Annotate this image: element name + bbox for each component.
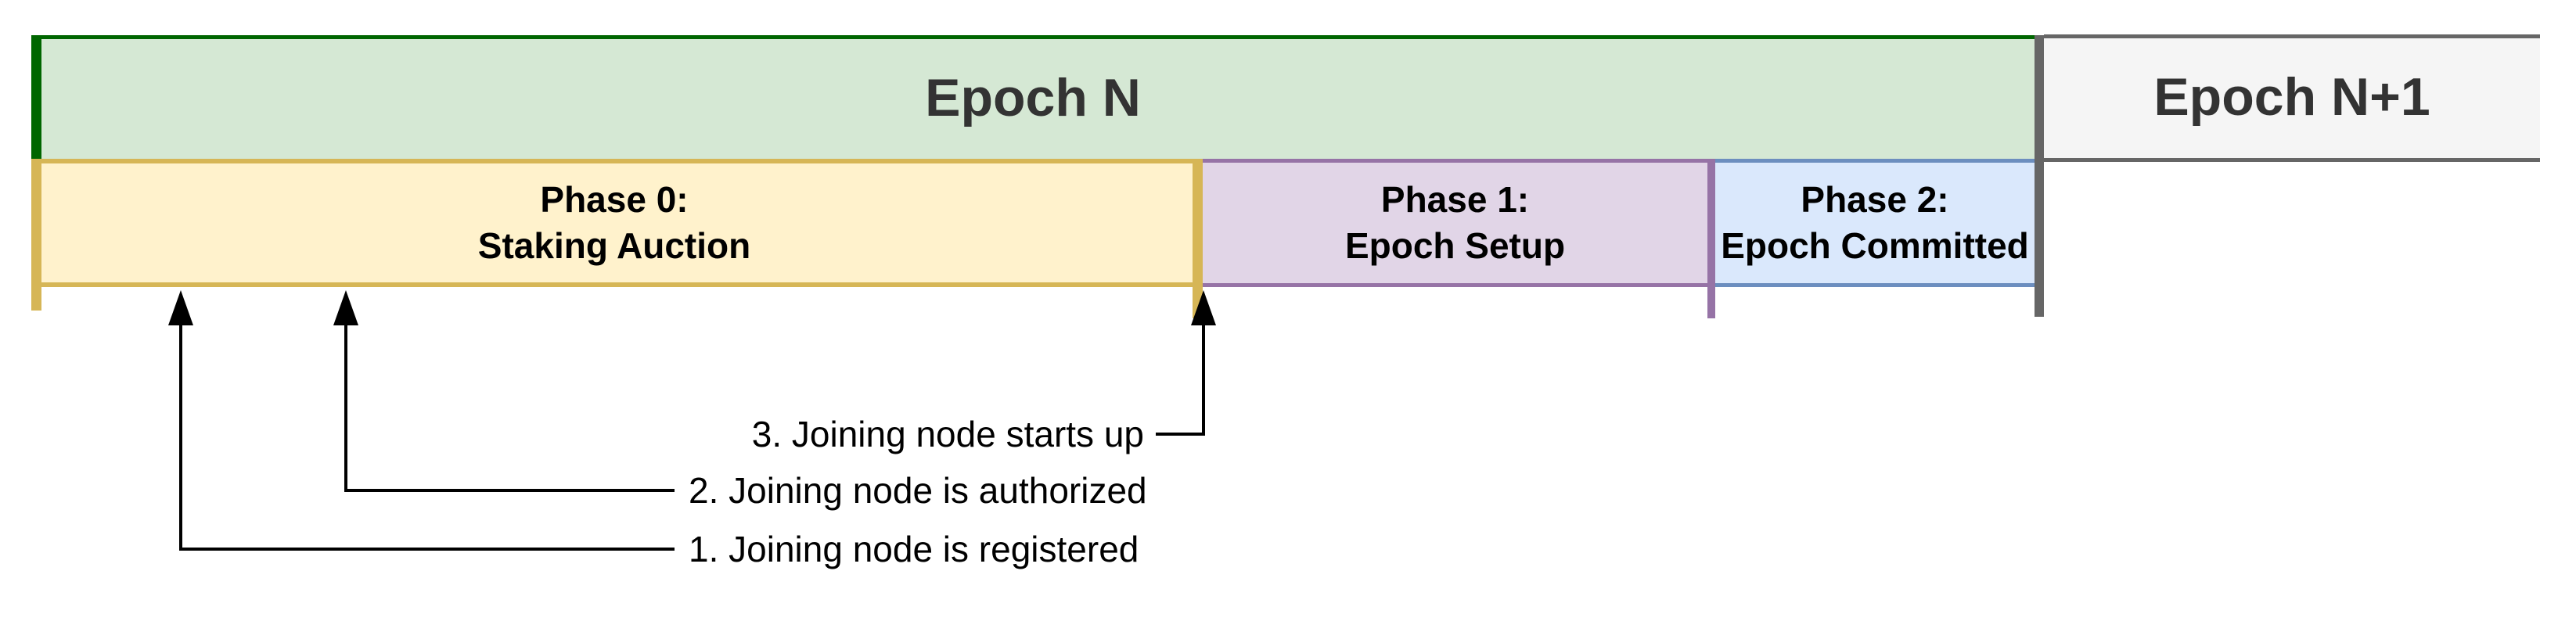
phase-1-end-marker [1707, 159, 1715, 318]
phase-2-subtitle: Epoch Committed [1721, 225, 2029, 266]
event-1-label: 1. Joining node is registered [689, 529, 1139, 569]
phase-0-subtitle: Staking Auction [477, 225, 751, 266]
event-2-label: 2. Joining node is authorized [689, 470, 1147, 511]
epoch-n-plus-1-bar [2044, 34, 2540, 162]
event-3-label: 3. Joining node starts up [751, 414, 1144, 454]
epoch-n-bar [31, 35, 2035, 159]
phase-0-end-marker [1193, 159, 1203, 318]
arrow-up-icon [168, 290, 193, 325]
event-2-arrow [333, 290, 675, 492]
phase-0-start-marker [31, 159, 41, 311]
phase-0-title: Phase 0: [540, 179, 689, 220]
phase-1-box [1203, 159, 1707, 287]
phase-1-subtitle: Epoch Setup [1344, 225, 1566, 266]
epoch-n-start-marker [31, 35, 41, 159]
epoch-n-title: Epoch N [925, 68, 1141, 127]
event-3-arrow [1156, 290, 1216, 436]
phase-1-title: Phase 1: [1380, 179, 1530, 220]
phase-2-title: Phase 2: [1801, 179, 1949, 220]
phase-0-box [31, 159, 1197, 287]
arrow-up-icon [333, 290, 358, 325]
phase-2-label: Phase 2: Epoch Committed [1715, 160, 2035, 285]
phase-0-label: Phase 0: Staking Auction [31, 160, 1197, 285]
epoch-n-plus-1-title: Epoch N+1 [2153, 67, 2430, 127]
event-1-arrow [168, 290, 675, 551]
phase-2-box [1715, 159, 2035, 287]
epoch-boundary-divider [2035, 35, 2044, 317]
phase-1-label: Phase 1: Epoch Setup [1203, 160, 1707, 285]
